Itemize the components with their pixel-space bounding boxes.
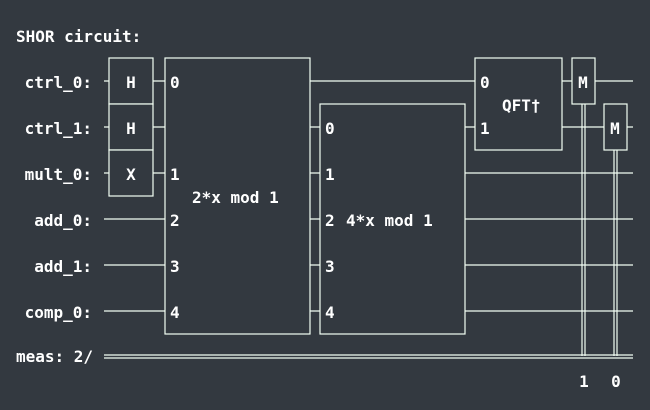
gate-mod-label: 2*x mod 1 xyxy=(192,188,279,207)
port-label: 4 xyxy=(170,303,180,322)
gate-mod-label: 4*x mod 1 xyxy=(346,211,433,230)
measure-ctrl0: M xyxy=(571,57,596,105)
qubit-label-ctrl1: ctrl_1: xyxy=(25,119,92,138)
port-label: 0 xyxy=(325,119,335,138)
port-label: 1 xyxy=(325,165,335,184)
port-label: 0 xyxy=(480,73,490,92)
measurement-links xyxy=(581,104,618,356)
port-label: 3 xyxy=(325,257,335,276)
gate-h-label: H xyxy=(126,73,136,92)
qubit-label-mult0: mult_0: xyxy=(25,165,92,184)
meter-icon: M xyxy=(610,119,620,138)
port-label: 0 xyxy=(170,73,180,92)
port-label: 3 xyxy=(170,257,180,276)
gate-qft-label: QFT† xyxy=(502,96,541,115)
meas-index-0: 0 xyxy=(611,372,621,391)
gate-h-ctrl1: H xyxy=(108,103,154,151)
qubit-label-ctrl0: ctrl_0: xyxy=(25,73,92,92)
gate-x-label: X xyxy=(126,165,136,184)
qubit-label-comp0: comp_0: xyxy=(25,303,92,322)
qubit-label-add0: add_0: xyxy=(34,211,92,230)
port-label: 2 xyxy=(325,211,335,230)
meter-icon: M xyxy=(578,73,588,92)
classical-wire xyxy=(104,354,633,359)
port-label: 4 xyxy=(325,303,335,322)
gate-x-mult0: X xyxy=(108,149,154,197)
meas-index-1: 1 xyxy=(579,372,589,391)
gate-h-ctrl0: H xyxy=(108,57,154,105)
gate-qft-inverse: 0 1 QFT† xyxy=(474,57,563,151)
port-label: 1 xyxy=(170,165,180,184)
measure-ctrl1: M xyxy=(603,103,628,151)
port-label: 2 xyxy=(170,211,180,230)
circuit-title: SHOR circuit: xyxy=(16,27,141,46)
port-label: 1 xyxy=(480,119,490,138)
qubit-label-add1: add_1: xyxy=(34,257,92,276)
classical-register-label: meas: 2/ xyxy=(16,347,93,366)
gate-h-label: H xyxy=(126,119,136,138)
gate-mod-mult-4x: 0 1 2 3 4 4*x mod 1 xyxy=(319,103,466,335)
gate-mod-mult-2x: 0 1 2 3 4 2*x mod 1 xyxy=(164,57,311,335)
